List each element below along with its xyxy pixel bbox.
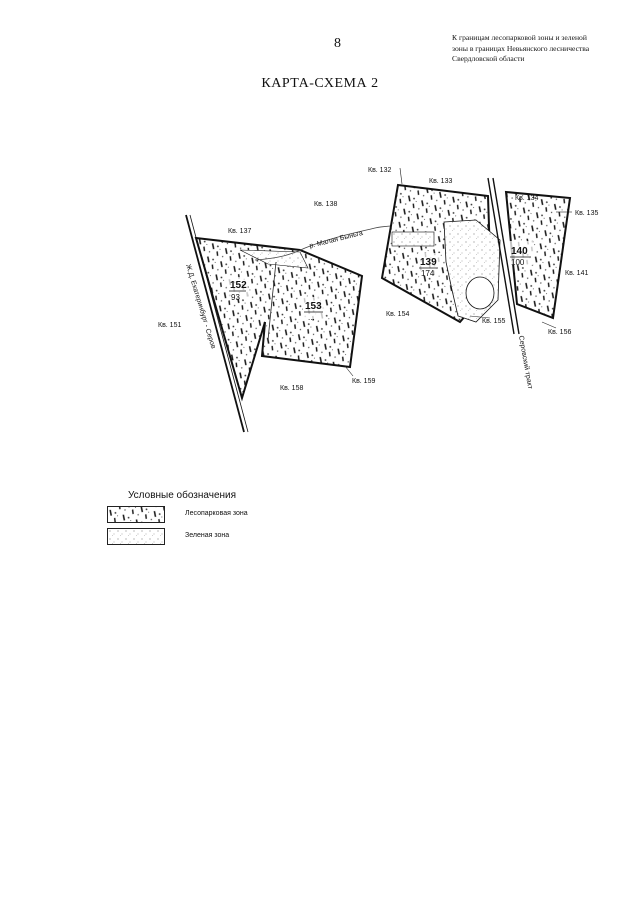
- plot-number-bg: [418, 253, 440, 276]
- plot-number-139: 139: [420, 257, 437, 268]
- leader-line: [541, 321, 557, 329]
- quarter-label-134: Кв. 134: [515, 195, 538, 202]
- plot-area-140: 100: [511, 258, 525, 267]
- page-number: 8: [334, 36, 341, 51]
- plot-number-140: 140: [511, 246, 528, 257]
- header-note-line: Свердловской области: [452, 54, 525, 63]
- legend-swatch-forest-park: [107, 506, 165, 523]
- lake-139: [465, 276, 495, 310]
- plot-140-area: [504, 190, 572, 320]
- green-zone-139-small: [391, 231, 435, 247]
- quarter-label-159: Кв. 159: [352, 378, 375, 385]
- river-label: р. Малая Быньга: [309, 230, 364, 250]
- plot-area-139: 174: [421, 269, 435, 278]
- plot-number-152: 152: [230, 280, 247, 291]
- legend-label: Зеленая зона: [185, 532, 230, 539]
- header-note-line: К границам лесопарковой зоны и зеленой: [452, 33, 587, 42]
- quarter-label-135: Кв. 135: [575, 210, 598, 217]
- plot-area-153: ...: [308, 313, 315, 322]
- legend-label: Лесопарковая зона: [185, 510, 248, 517]
- road-line: [492, 177, 520, 335]
- map-title: КАРТА-СХЕМА 2: [261, 76, 379, 91]
- quarter-label-132: Кв. 132: [368, 167, 391, 174]
- legend-swatch-green-zone: [107, 528, 165, 545]
- legend-title: Условные обозначения: [128, 490, 237, 501]
- quarter-label-141: Кв. 141: [565, 270, 588, 277]
- road-line: [487, 177, 515, 335]
- quarter-label-138: Кв. 138: [314, 201, 337, 208]
- road-label: Серовский тракт: [517, 335, 534, 390]
- plot-area-152: 93: [231, 293, 240, 302]
- plot-number-bg: [509, 241, 533, 265]
- header-note: К границам лесопарковой зоны и зеленой з…: [452, 33, 632, 65]
- quarter-label-133: Кв. 133: [429, 178, 452, 185]
- quarter-label-155: Кв. 155: [482, 318, 505, 325]
- quarter-boundary-152-153: [267, 261, 277, 341]
- leader-line: [344, 365, 354, 377]
- railway-line: [189, 214, 249, 433]
- railway-line: [185, 214, 245, 433]
- quarter-label-151: Кв. 151: [158, 322, 181, 329]
- plot-number-bg: [228, 277, 248, 299]
- header-note-line: зоны в границах Невьянского лесничества: [452, 43, 590, 53]
- plot-number-153: 153: [305, 301, 322, 312]
- plot-number-bg: [303, 297, 325, 319]
- quarter-label-156: Кв. 156: [548, 329, 571, 336]
- quarter-label-154: Кв. 154: [386, 311, 409, 318]
- river-line: [254, 225, 411, 261]
- quarter-label-158: Кв. 158: [280, 385, 303, 392]
- leader-line: [399, 167, 403, 185]
- quarter-label-137: Кв. 137: [228, 228, 251, 235]
- leader-line: [469, 315, 491, 319]
